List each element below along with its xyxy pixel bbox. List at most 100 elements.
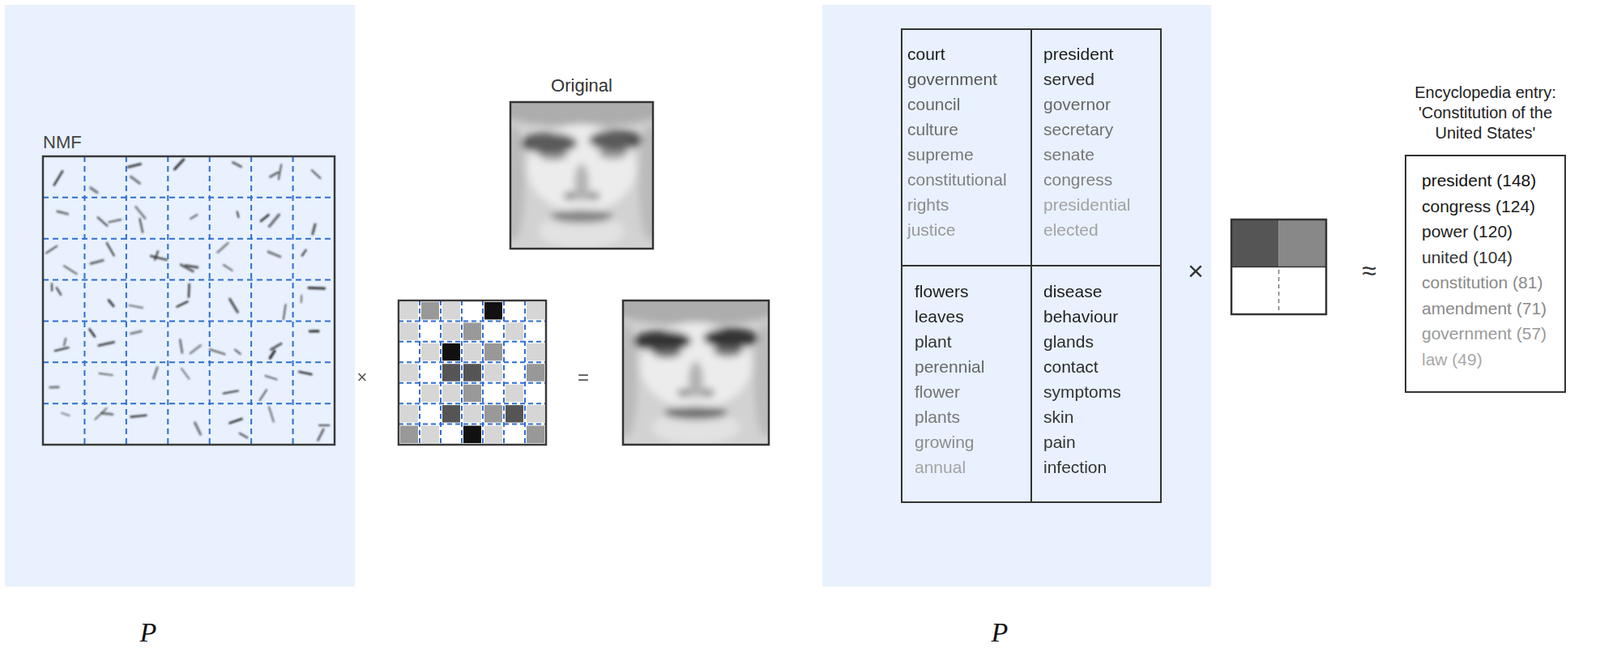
grid-dash bbox=[418, 300, 421, 445]
basis-stroke bbox=[234, 349, 241, 355]
face-frame bbox=[510, 102, 653, 249]
coefficient-cell bbox=[400, 363, 419, 381]
coefficient-cell bbox=[400, 343, 419, 361]
coefficient-cell bbox=[463, 322, 482, 340]
topic-word: government bbox=[907, 66, 998, 92]
panel-title: NMF bbox=[42, 133, 82, 152]
basis-stroke bbox=[270, 172, 279, 177]
basis-stroke bbox=[239, 433, 248, 438]
coefficient-cell bbox=[463, 384, 482, 402]
coefficient-cell bbox=[484, 343, 503, 361]
coefficient-cell bbox=[505, 363, 524, 381]
coefficient-cell bbox=[484, 363, 503, 381]
basis-stroke bbox=[311, 170, 321, 179]
face-shade bbox=[550, 209, 613, 223]
topic-word: behaviour bbox=[1043, 303, 1118, 329]
basis-stroke bbox=[102, 413, 113, 414]
basis-stroke bbox=[309, 329, 319, 333]
matrix-frame bbox=[1231, 219, 1327, 315]
topic-word: pain bbox=[1043, 429, 1076, 455]
grid-dash bbox=[398, 382, 547, 384]
basis-stroke bbox=[90, 187, 98, 193]
topic-word: rights bbox=[907, 192, 949, 218]
basis-strokes bbox=[46, 159, 329, 440]
grid-dash bbox=[482, 300, 484, 445]
basis-stroke bbox=[98, 373, 113, 376]
basis-stroke bbox=[187, 284, 191, 297]
matrix-symbol: P bbox=[140, 618, 158, 647]
grid-dash bbox=[42, 402, 335, 405]
coefficient-cell bbox=[421, 302, 440, 320]
basis-stroke bbox=[180, 264, 193, 272]
basis-stroke bbox=[230, 418, 243, 423]
topic-word: served bbox=[1043, 66, 1095, 92]
word-count: united (104) bbox=[1421, 244, 1513, 271]
original-face bbox=[510, 102, 653, 249]
coefficient-grid bbox=[398, 300, 547, 445]
basis-stroke bbox=[181, 368, 189, 380]
coefficient-cell bbox=[526, 405, 545, 423]
basis-stroke bbox=[268, 407, 274, 423]
face-shade bbox=[563, 191, 578, 201]
operator: ≈ bbox=[1361, 257, 1377, 284]
face-shade bbox=[598, 147, 628, 159]
grid-dash bbox=[292, 156, 295, 445]
grid-dash bbox=[524, 300, 526, 445]
basis-stroke bbox=[106, 243, 115, 256]
basis-stroke bbox=[283, 304, 286, 320]
basis-stroke bbox=[131, 415, 147, 418]
face-shade bbox=[754, 322, 769, 438]
topic-word: presidential bbox=[1043, 192, 1131, 218]
basis-stroke bbox=[57, 211, 68, 214]
topic-word: disease bbox=[1043, 278, 1102, 304]
right-panel bbox=[822, 4, 1212, 587]
coefficient-cell bbox=[463, 363, 482, 381]
basis-stroke bbox=[269, 350, 275, 359]
basis-stroke bbox=[150, 256, 167, 261]
topic-word: justice bbox=[907, 217, 956, 243]
basis-stroke bbox=[64, 338, 66, 346]
coefficient-cell bbox=[526, 302, 545, 320]
operator: × bbox=[357, 368, 368, 387]
word-count: amendment (71) bbox=[1421, 295, 1547, 322]
topic-word: plant bbox=[914, 328, 952, 355]
face-shade bbox=[677, 388, 692, 398]
matrix-cell bbox=[1231, 219, 1280, 268]
basis-stroke bbox=[55, 347, 69, 351]
grid-dash bbox=[503, 300, 505, 445]
basis-stroke bbox=[278, 164, 282, 180]
topic-word: plants bbox=[914, 404, 960, 430]
basis-stroke bbox=[89, 328, 95, 337]
coefficient-cell bbox=[463, 302, 482, 320]
topic-word: culture bbox=[907, 116, 959, 142]
topic-word: congress bbox=[1043, 166, 1113, 192]
grid-dash bbox=[250, 156, 252, 445]
grid-dash bbox=[398, 341, 547, 343]
reconstructed-face bbox=[622, 300, 769, 445]
grid-dash bbox=[42, 320, 335, 322]
coefficient-cell bbox=[400, 384, 419, 402]
face-shade bbox=[585, 191, 601, 201]
basis-stroke bbox=[300, 295, 303, 303]
face-frame bbox=[622, 300, 769, 445]
basis-stroke bbox=[264, 375, 277, 380]
basis-stroke bbox=[50, 386, 60, 389]
basis-stroke bbox=[94, 408, 107, 420]
grid-dash bbox=[439, 300, 442, 445]
coefficient-cell bbox=[526, 363, 545, 381]
coefficient-cell bbox=[421, 363, 440, 381]
topic-word: council bbox=[907, 91, 960, 117]
grid-dash bbox=[42, 196, 335, 199]
basis-stroke bbox=[260, 389, 267, 401]
face-shade bbox=[663, 406, 728, 420]
coefficient-cell bbox=[526, 426, 545, 444]
face-shade bbox=[713, 345, 743, 357]
grid-ground bbox=[398, 300, 547, 445]
basis-stroke bbox=[108, 300, 114, 307]
topic-word: contact bbox=[1043, 354, 1099, 380]
topic-cell: courtgovernmentcouncilculturesupremecons… bbox=[900, 28, 1033, 267]
topic-word: secretary bbox=[1043, 116, 1114, 142]
topic-word: skin bbox=[1043, 404, 1074, 430]
nmf-basis-grid bbox=[42, 156, 335, 445]
grid-dash bbox=[398, 402, 547, 405]
